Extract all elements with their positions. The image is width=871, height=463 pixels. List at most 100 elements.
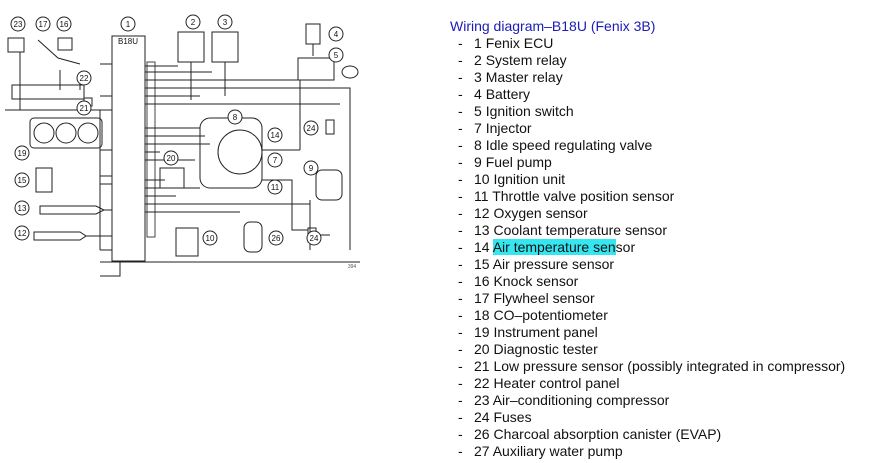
bullet-dash: - — [458, 239, 463, 255]
battery — [305, 23, 321, 45]
legend-item-number: 26 — [474, 426, 490, 442]
legend-item-label: Knock sensor — [493, 273, 579, 289]
legend-item-number: 21 — [474, 358, 490, 374]
legend-item-label-rest: sor — [615, 239, 636, 255]
svg-text:24: 24 — [307, 124, 316, 133]
svg-text:1: 1 — [126, 20, 131, 29]
legend-item: -26 Charcoal absorption canister (EVAP) — [458, 426, 870, 443]
legend-item-number: 13 — [474, 222, 490, 238]
legend-item: -22 Heater control panel — [458, 375, 870, 392]
legend-item-label: Charcoal absorption canister (EVAP) — [493, 426, 722, 442]
legend-item-number: 9 — [474, 154, 482, 170]
legend-item-number: 1 — [474, 35, 482, 51]
legend-item-number: 24 — [474, 409, 490, 425]
legend-item-label: Ignition unit — [493, 171, 566, 187]
legend-item: -15 Air pressure sensor — [458, 256, 870, 273]
legend-item-number: 19 — [474, 324, 490, 340]
oxygen-sensor — [33, 231, 87, 241]
legend-item-number: 4 — [474, 86, 482, 102]
legend-item-number: 16 — [474, 273, 490, 289]
legend-item: -23 Air–conditioning compressor — [458, 392, 870, 409]
svg-text:16: 16 — [60, 20, 69, 29]
svg-text:9: 9 — [309, 164, 314, 173]
legend-item: -21 Low pressure sensor (possibly integr… — [458, 358, 870, 375]
ignition-switch — [297, 57, 335, 81]
legend-item: -7 Injector — [458, 120, 870, 137]
bullet-dash: - — [458, 324, 463, 340]
instrument-panel — [29, 117, 103, 149]
bullet-dash: - — [458, 120, 463, 136]
legend-item-label: Heater control panel — [493, 375, 620, 391]
svg-text:20: 20 — [167, 154, 176, 163]
legend-item-label: Battery — [485, 86, 531, 102]
ignition-unit — [175, 227, 199, 257]
svg-text:5: 5 — [334, 51, 339, 60]
legend-item-label: Air–conditioning compressor — [492, 392, 670, 408]
legend-item-number: 5 — [474, 103, 482, 119]
legend-item: -16 Knock sensor — [458, 273, 870, 290]
legend-item: -3 Master relay — [458, 69, 870, 86]
legend-item-number: 15 — [474, 256, 490, 272]
legend-item-number: 18 — [474, 307, 490, 323]
legend-item-number: 10 — [474, 171, 490, 187]
bullet-dash: - — [458, 137, 463, 153]
legend-item-label: Throttle valve position sensor — [492, 188, 675, 204]
bullet-dash: - — [458, 222, 463, 238]
knock-sensor — [57, 37, 73, 51]
bullet-dash: - — [458, 307, 463, 323]
system-relay — [177, 31, 205, 63]
svg-text:11: 11 — [271, 183, 280, 192]
legend-item: -13 Coolant temperature sensor — [458, 222, 870, 239]
legend-item: -18 CO–potentiometer — [458, 307, 870, 324]
legend-item: -11 Throttle valve position sensor — [458, 188, 870, 205]
legend-item: -14 Air temperature sensor — [458, 239, 870, 256]
legend-item: -5 Ignition switch — [458, 103, 870, 120]
coolant-sensor — [39, 205, 106, 215]
bullet-dash: - — [458, 86, 463, 102]
air-pressure-sensor — [35, 167, 53, 193]
legend-item-label: Instrument panel — [493, 324, 598, 340]
svg-text:15: 15 — [18, 176, 27, 185]
legend-item-label: Coolant temperature sensor — [493, 222, 668, 238]
heater-control-panel — [11, 84, 85, 100]
bullet-dash: - — [458, 341, 463, 357]
legend-item-number: 3 — [474, 69, 482, 85]
legend-item-label: Auxiliary water pump — [492, 443, 623, 459]
legend-item-label: Air pressure sensor — [492, 256, 615, 272]
legend-item-label: Flywheel sensor — [493, 290, 595, 306]
evap-canister — [243, 221, 263, 253]
sheet-code: 394 — [348, 264, 357, 270]
bullet-dash: - — [458, 409, 463, 425]
ecu-box — [111, 35, 146, 262]
legend-title[interactable]: Wiring diagram–B18U (Fenix 3B) — [450, 18, 656, 34]
legend-item: -24 Fuses — [458, 409, 870, 426]
svg-text:3: 3 — [223, 18, 228, 27]
bullet-dash: - — [458, 205, 463, 221]
legend-item-label: Diagnostic tester — [493, 341, 598, 357]
legend-item-number: 22 — [474, 375, 490, 391]
svg-text:19: 19 — [18, 149, 27, 158]
legend-item-label: Idle speed regulating valve — [485, 137, 653, 153]
legend-item: -20 Diagnostic tester — [458, 341, 870, 358]
bullet-dash: - — [458, 103, 463, 119]
legend-item-label: Fenix ECU — [485, 35, 554, 51]
legend-item-number: 27 — [474, 443, 490, 459]
legend-item-number: 23 — [474, 392, 490, 408]
legend-item-label: Oxygen sensor — [493, 205, 588, 221]
legend-item-label: Injector — [485, 120, 532, 136]
svg-text:10: 10 — [206, 234, 215, 243]
svg-text:22: 22 — [80, 74, 89, 83]
bullet-dash: - — [458, 154, 463, 170]
wiring-diagram: 23 17 16 1 2 3 4 5 22 21 19 8 14 24 7 20… — [5, 14, 360, 277]
svg-text:23: 23 — [14, 20, 23, 29]
legend-item: -19 Instrument panel — [458, 324, 870, 341]
bullet-dash: - — [458, 273, 463, 289]
fuel-pump — [315, 169, 343, 201]
legend-item-label: Fuel pump — [485, 154, 552, 170]
master-relay — [211, 31, 239, 63]
legend-item-number: 7 — [474, 120, 482, 136]
legend-item-label: Master relay — [485, 69, 563, 85]
bullet-dash: - — [458, 290, 463, 306]
bullet-dash: - — [458, 188, 463, 204]
legend-item-number: 11 — [474, 188, 489, 204]
